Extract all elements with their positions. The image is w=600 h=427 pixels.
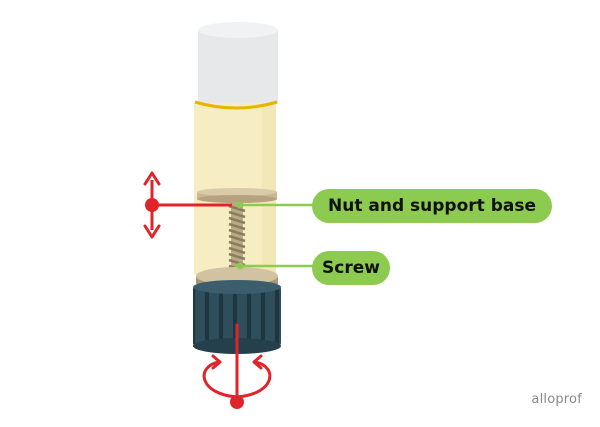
screw-thread [228,202,246,279]
screw-label: Screw [312,251,390,285]
nut-and-support-base-label: Nut and support base [312,189,552,223]
gold-ring [194,100,278,110]
nut-and-support-base [197,188,277,203]
plunger-cap [198,22,278,104]
double-arrow-up-down-icon [143,171,232,239]
knob [193,280,281,354]
curved-arrows-rotation-icon [202,323,272,409]
leader-lines [236,201,314,270]
brand-logo-text: alloprof [531,392,582,407]
